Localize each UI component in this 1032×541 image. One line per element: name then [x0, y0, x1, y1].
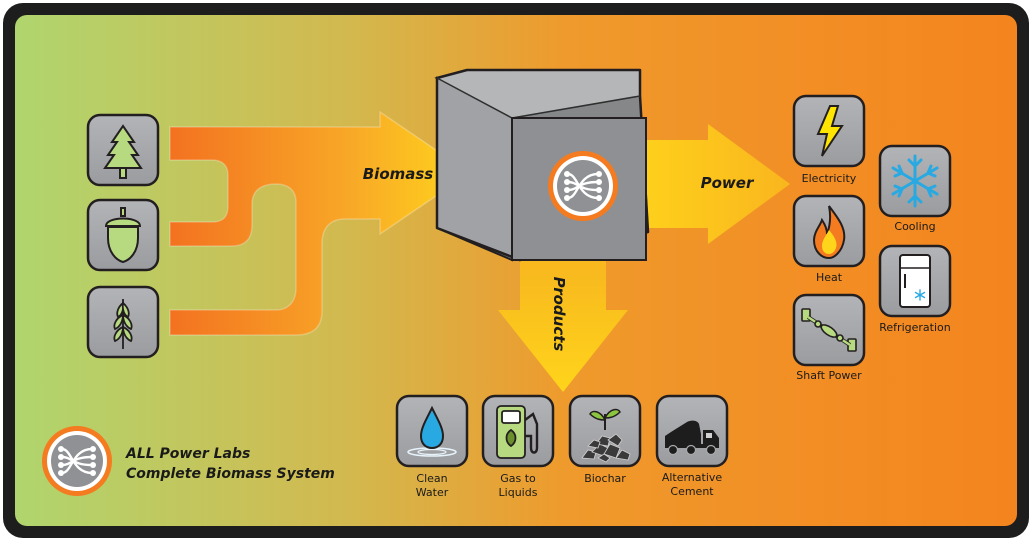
- fuel-pump-icon: [496, 405, 539, 459]
- gas-to-liquids-label-line2: Liquids: [499, 486, 538, 499]
- product-tile-alternative-cement: [655, 394, 729, 468]
- electricity-label: Electricity: [802, 172, 857, 185]
- output-tile-electricity: [792, 94, 866, 168]
- gas-to-liquids-label-line1: Gas to: [500, 472, 536, 485]
- gasifier-cube: [434, 68, 650, 262]
- refrigerator-icon: [899, 254, 931, 308]
- product-tile-biochar: [568, 394, 642, 468]
- brand-line1: ALL Power Labs: [125, 446, 250, 462]
- shaft-icon: [801, 308, 857, 352]
- input-tile-tree: [86, 113, 160, 187]
- output-tile-cooling: [878, 144, 952, 218]
- heat-label: Heat: [816, 271, 843, 284]
- output-tile-heat: [792, 194, 866, 268]
- biomass-label: Biomass: [363, 165, 434, 183]
- biomass-input-arrow: [169, 110, 472, 336]
- product-tile-gas-to-liquids: [481, 394, 555, 468]
- power-arrow: [620, 124, 790, 244]
- biochar-icon: [581, 408, 631, 463]
- tree-icon: [103, 124, 143, 179]
- brand-line2: Complete Biomass System: [126, 466, 335, 482]
- water-drop-icon: [407, 405, 457, 457]
- acorn-icon: [104, 207, 142, 264]
- biochar-label-line1: Biochar: [584, 472, 626, 485]
- input-tile-wheat: [86, 285, 160, 359]
- output-tile-shaft-power: [792, 293, 866, 367]
- input-tile-acorn: [86, 198, 160, 272]
- power-label: Power: [701, 174, 755, 192]
- alternative-cement-label-line1: Alternative: [662, 471, 723, 484]
- refrigeration-label: Refrigeration: [879, 321, 950, 334]
- alternative-cement-label-line2: Cement: [670, 485, 714, 498]
- cube-logo-icon: [546, 149, 620, 223]
- clean-water-label-line1: Clean: [416, 472, 447, 485]
- lightning-icon: [816, 105, 844, 157]
- cooling-label: Cooling: [894, 220, 935, 233]
- shaft-power-label: Shaft Power: [796, 369, 862, 382]
- flame-icon: [812, 205, 846, 260]
- products-arrow: [498, 238, 628, 392]
- clean-water-label-line2: Water: [416, 486, 449, 499]
- product-tile-clean-water: [395, 394, 469, 468]
- wheat-icon: [113, 299, 133, 349]
- cement-truck-icon: [665, 420, 719, 456]
- products-label: Products: [550, 277, 568, 352]
- apl-logo-icon: [40, 424, 114, 498]
- output-tile-refrigeration: [878, 244, 952, 318]
- snowflake-icon: [891, 154, 939, 208]
